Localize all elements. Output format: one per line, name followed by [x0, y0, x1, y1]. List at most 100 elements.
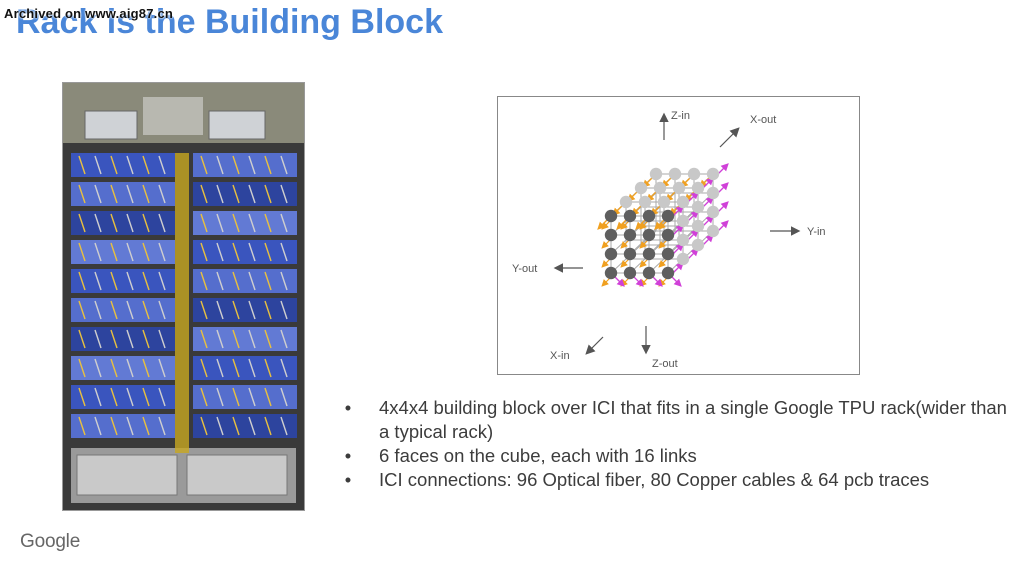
rack-tray: [71, 240, 175, 264]
rack-cable: [142, 358, 150, 378]
tpu-node: [672, 181, 686, 195]
rack-cable: [158, 213, 166, 233]
rack-cable: [232, 416, 240, 436]
rack-cable: [200, 329, 208, 349]
tpu-node: [623, 247, 637, 261]
rack-tray: [193, 385, 297, 409]
rack-cable: [248, 242, 256, 262]
tpu-node: [642, 266, 656, 280]
tpu-node: [642, 247, 656, 261]
rack-cable: [78, 242, 86, 262]
z-out-link-arrow: [632, 275, 644, 287]
z-out-link-arrow: [613, 275, 625, 287]
rack-cable: [200, 387, 208, 407]
rack-cable: [78, 416, 86, 436]
tpu-node: [634, 181, 648, 195]
tpu-node: [687, 167, 701, 181]
tpu-node: [706, 167, 720, 181]
tpu-node: [657, 195, 671, 209]
tpu-node: [706, 205, 720, 219]
bullet-text-2: 6 faces on the cube, each with 16 links: [379, 445, 697, 466]
rack-cable: [142, 300, 150, 320]
rack-cable: [200, 271, 208, 291]
rack-tray: [193, 211, 297, 235]
rack-cable: [248, 387, 256, 407]
rack-cable: [280, 387, 288, 407]
rack-cable: [232, 213, 240, 233]
watermark-text: Archived on www.aig87.cn: [4, 6, 174, 21]
rack-cable: [248, 416, 256, 436]
rack-tray: [193, 240, 297, 264]
rack-cable: [200, 184, 208, 204]
bullet-dot: •: [344, 469, 352, 490]
tpu-node: [653, 181, 667, 195]
rack-cable: [110, 300, 118, 320]
bullet-item: • 6 faces on the cube, each with 16 link…: [340, 444, 1010, 468]
rack-cable: [200, 155, 208, 175]
rack-cable: [126, 242, 134, 262]
rack-cable: [200, 416, 208, 436]
rack-cable: [126, 213, 134, 233]
rack-tray: [71, 385, 175, 409]
rack-cable: [94, 155, 102, 175]
rack-cable: [142, 184, 150, 204]
rack-cable: [126, 155, 134, 175]
rack-cable: [158, 329, 166, 349]
rack-cable: [126, 416, 134, 436]
bullet-item: • ICI connections: 96 Optical fiber, 80 …: [340, 468, 1010, 492]
rack-cable: [280, 271, 288, 291]
cube-topology-diagram: Z-in X-out Y-in Y-out X-in Z-out: [497, 96, 860, 375]
tpu-node: [676, 233, 690, 247]
rack-cable: [142, 271, 150, 291]
tpu-node: [642, 209, 656, 223]
rack-cable: [280, 416, 288, 436]
rack-cable: [158, 242, 166, 262]
rack-cable: [142, 213, 150, 233]
rack-cable: [110, 271, 118, 291]
rack-cable: [94, 300, 102, 320]
rack-cable: [142, 329, 150, 349]
rack-cable: [264, 213, 272, 233]
rack-cable: [264, 184, 272, 204]
tpu-node: [649, 167, 663, 181]
grid-line: [667, 211, 714, 255]
rack-cable: [264, 387, 272, 407]
rack-tray: [193, 414, 297, 438]
rack-tray: [71, 211, 175, 235]
bullet-list: • 4x4x4 building block over ICI that fit…: [340, 396, 1010, 492]
rack-cable: [280, 184, 288, 204]
rack-tray: [71, 356, 175, 380]
rack-cable: [142, 242, 150, 262]
tpu-node: [691, 219, 705, 233]
rack-cable: [280, 155, 288, 175]
rack-cable: [248, 184, 256, 204]
tpu-node: [706, 224, 720, 238]
rack-cable: [248, 300, 256, 320]
rack-cable: [264, 416, 272, 436]
rack-cable: [280, 213, 288, 233]
rack-cable: [248, 271, 256, 291]
rack-tray: [193, 269, 297, 293]
rack-cable: [232, 300, 240, 320]
rack-cable: [94, 416, 102, 436]
rack-cable: [110, 155, 118, 175]
rack-cable: [94, 358, 102, 378]
rack-cable: [264, 271, 272, 291]
rack-cable: [216, 387, 224, 407]
rack-cable: [110, 242, 118, 262]
rack-tray: [71, 182, 175, 206]
rack-cable: [110, 213, 118, 233]
rack-cable: [232, 184, 240, 204]
tpu-rack-photo: [62, 82, 305, 511]
z-out-link-arrow: [651, 275, 663, 287]
rack-tray: [71, 269, 175, 293]
rack-cable: [280, 329, 288, 349]
rack-cable: [216, 242, 224, 262]
tpu-node: [676, 195, 690, 209]
rack-cable: [94, 213, 102, 233]
rack-cable: [216, 271, 224, 291]
rack-cable: [94, 329, 102, 349]
rack-cable: [78, 155, 86, 175]
tpu-node: [668, 167, 682, 181]
tpu-node: [604, 228, 618, 242]
